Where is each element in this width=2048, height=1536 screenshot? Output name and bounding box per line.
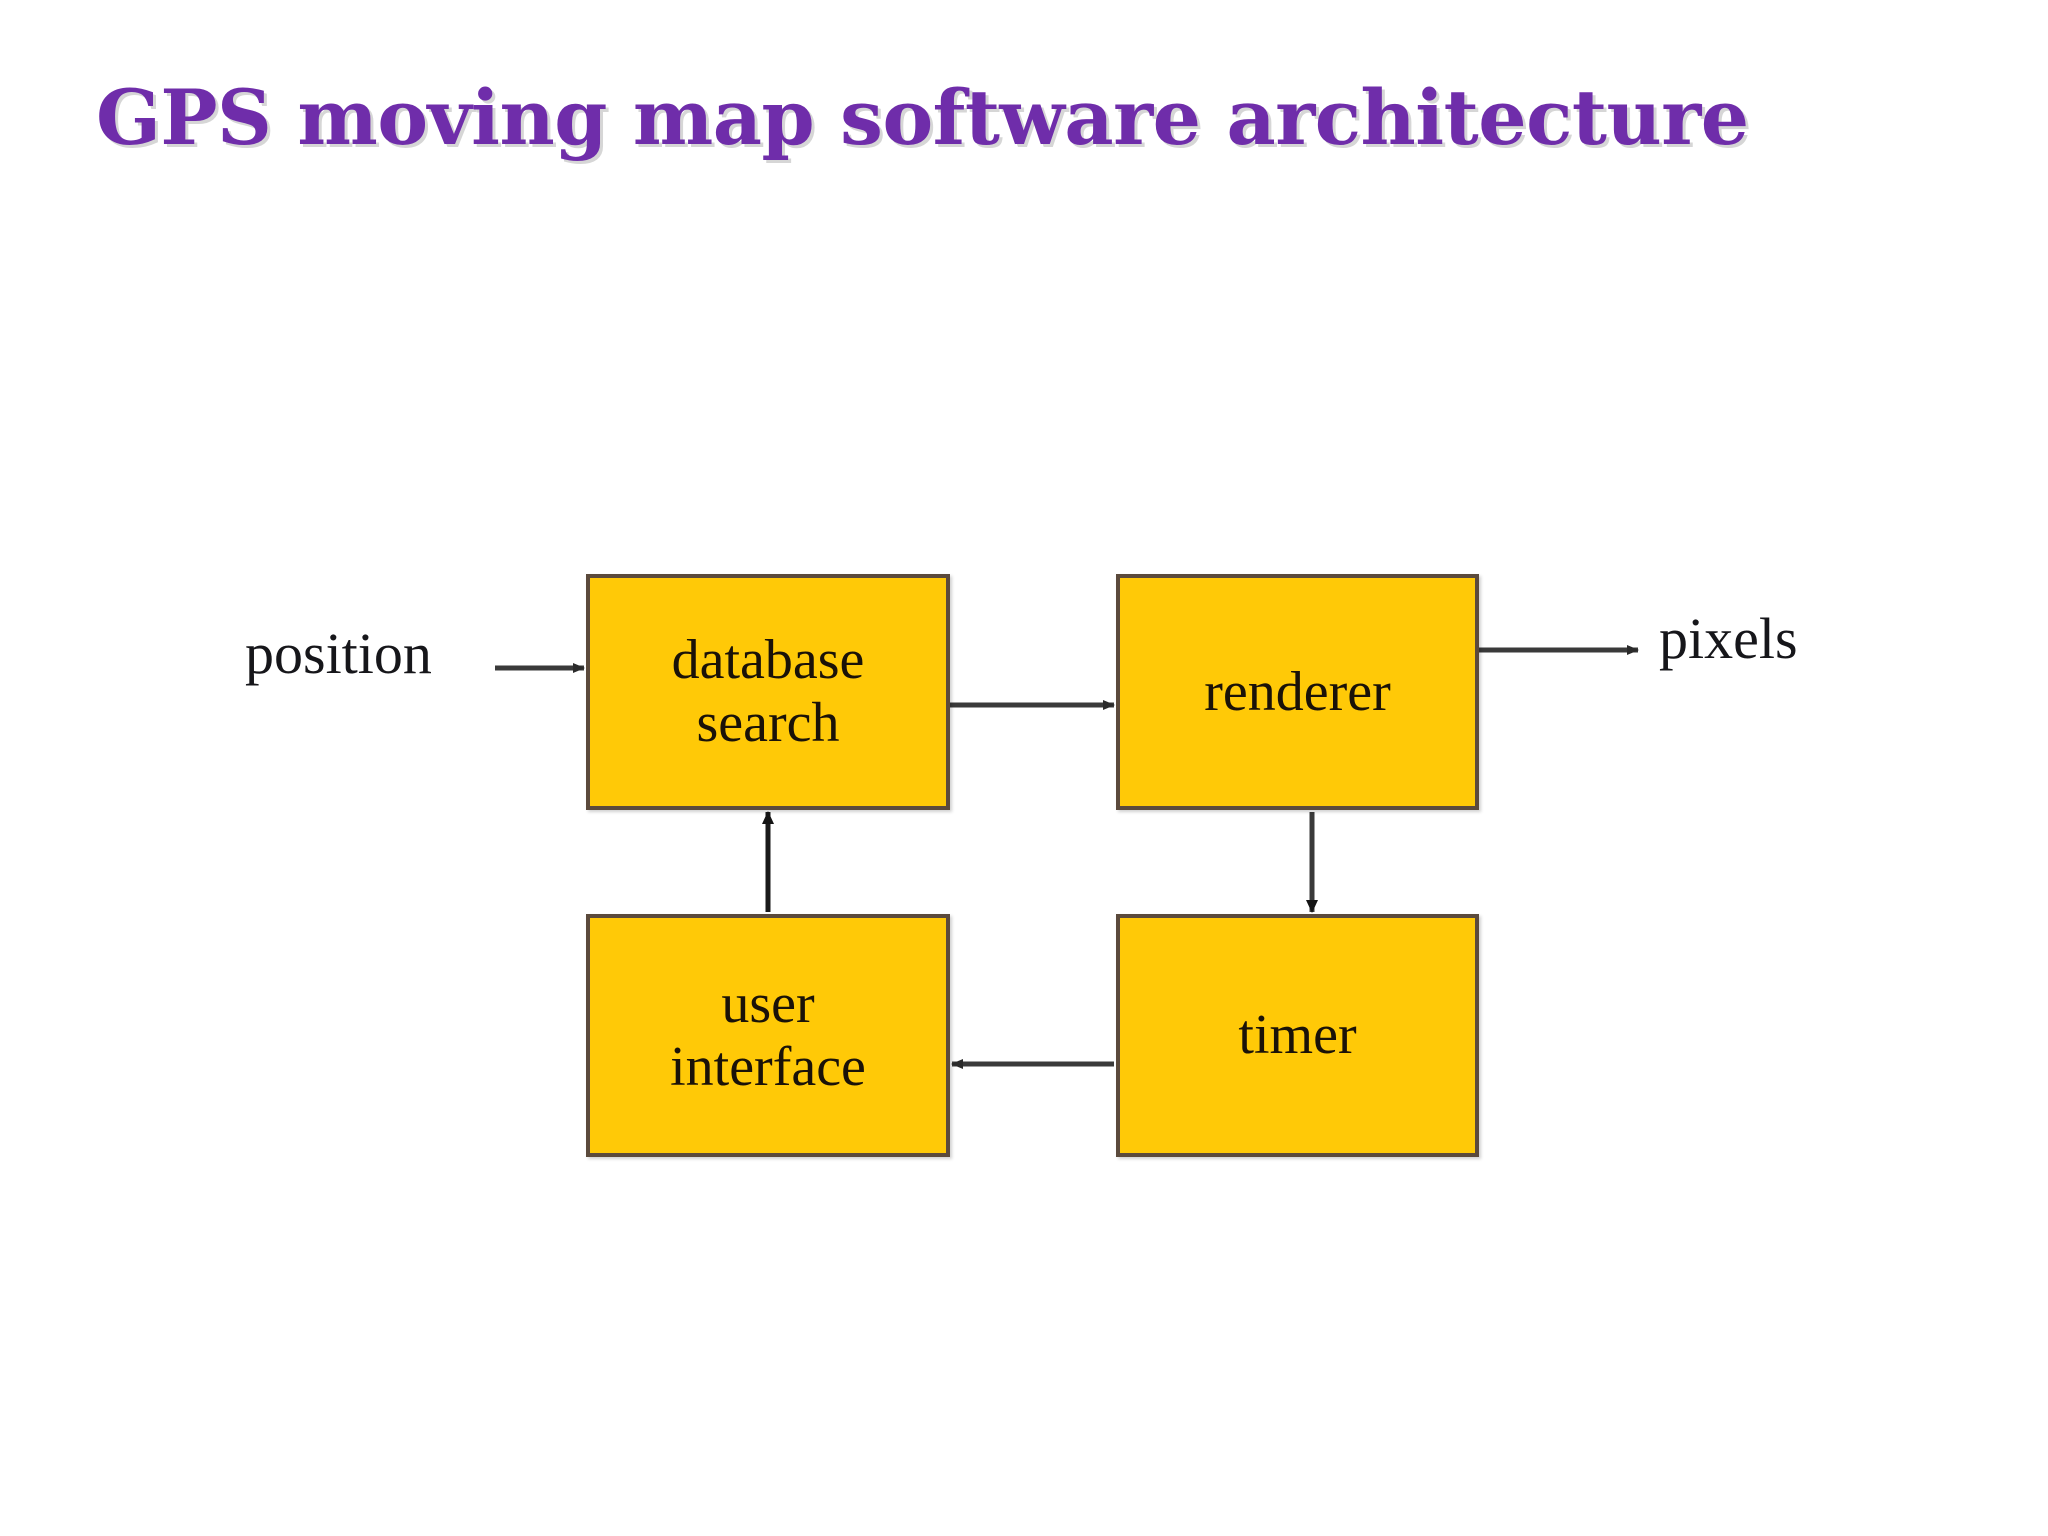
label-position: position	[245, 621, 432, 686]
label-pixels: pixels	[1659, 606, 1798, 671]
block-database-search-label-line-1: database	[671, 629, 865, 692]
block-renderer-label: renderer	[1204, 660, 1391, 723]
page-title: GPS moving map software architecture	[96, 73, 1749, 162]
block-timer[interactable]: timer	[1116, 914, 1479, 1157]
block-database-search-label-line-2: search	[696, 692, 840, 754]
block-user-interface[interactable]: user interface	[586, 914, 950, 1157]
block-user-interface-label-line-1: user	[721, 972, 815, 1035]
block-renderer[interactable]: renderer	[1116, 574, 1479, 810]
block-timer-label: timer	[1238, 1004, 1357, 1067]
block-database-search[interactable]: database search	[586, 574, 950, 810]
block-user-interface-label-line-2: interface	[670, 1035, 866, 1098]
